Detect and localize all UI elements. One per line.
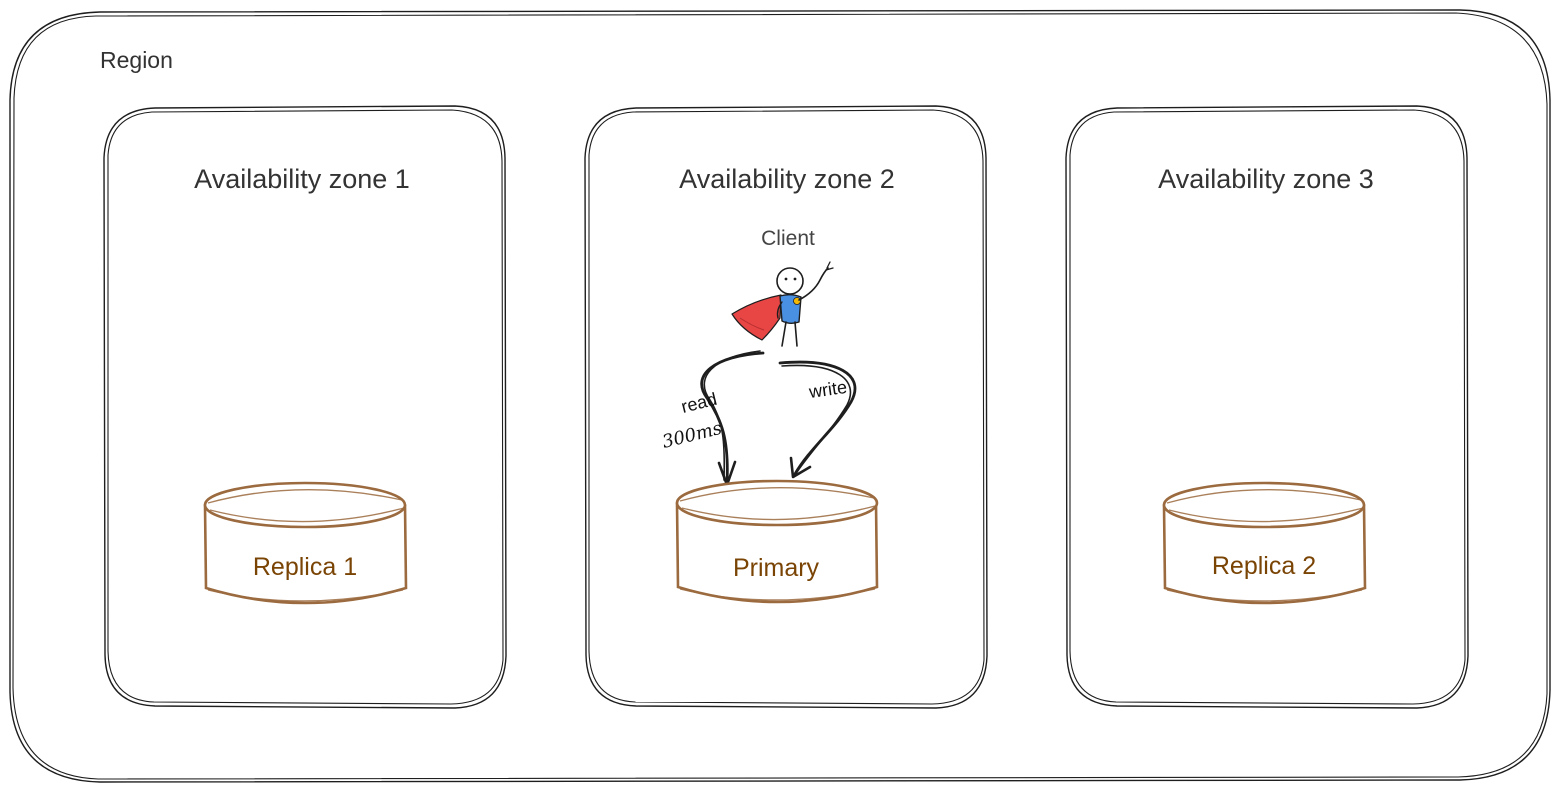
client-label: Client xyxy=(761,227,815,250)
read-arrow xyxy=(700,350,765,487)
zone-3-title: Availability zone 3 xyxy=(1158,164,1374,194)
replica-2-label: Replica 2 xyxy=(1212,552,1316,580)
read-latency-label: 300ms xyxy=(660,418,724,453)
region-container: Region xyxy=(9,9,1551,783)
region-label: Region xyxy=(100,47,173,73)
zone-2-title: Availability zone 2 xyxy=(679,164,895,194)
zone-1-title: Availability zone 1 xyxy=(194,164,410,194)
write-label: write xyxy=(807,377,848,402)
primary-label: Primary xyxy=(733,554,820,582)
availability-zone-3: Availability zone 3 xyxy=(1065,105,1469,709)
client-figure-icon xyxy=(731,261,834,347)
write-arrow xyxy=(778,360,857,479)
availability-zone-2: Availability zone 2 xyxy=(584,105,988,709)
replica-1-database: Replica 1 xyxy=(203,481,408,605)
replica-2-database: Replica 2 xyxy=(1162,481,1367,605)
primary-database: Primary xyxy=(675,479,879,604)
read-label: read xyxy=(679,389,719,417)
availability-zone-1: Availability zone 1 xyxy=(103,105,507,709)
replica-1-label: Replica 1 xyxy=(253,553,357,581)
